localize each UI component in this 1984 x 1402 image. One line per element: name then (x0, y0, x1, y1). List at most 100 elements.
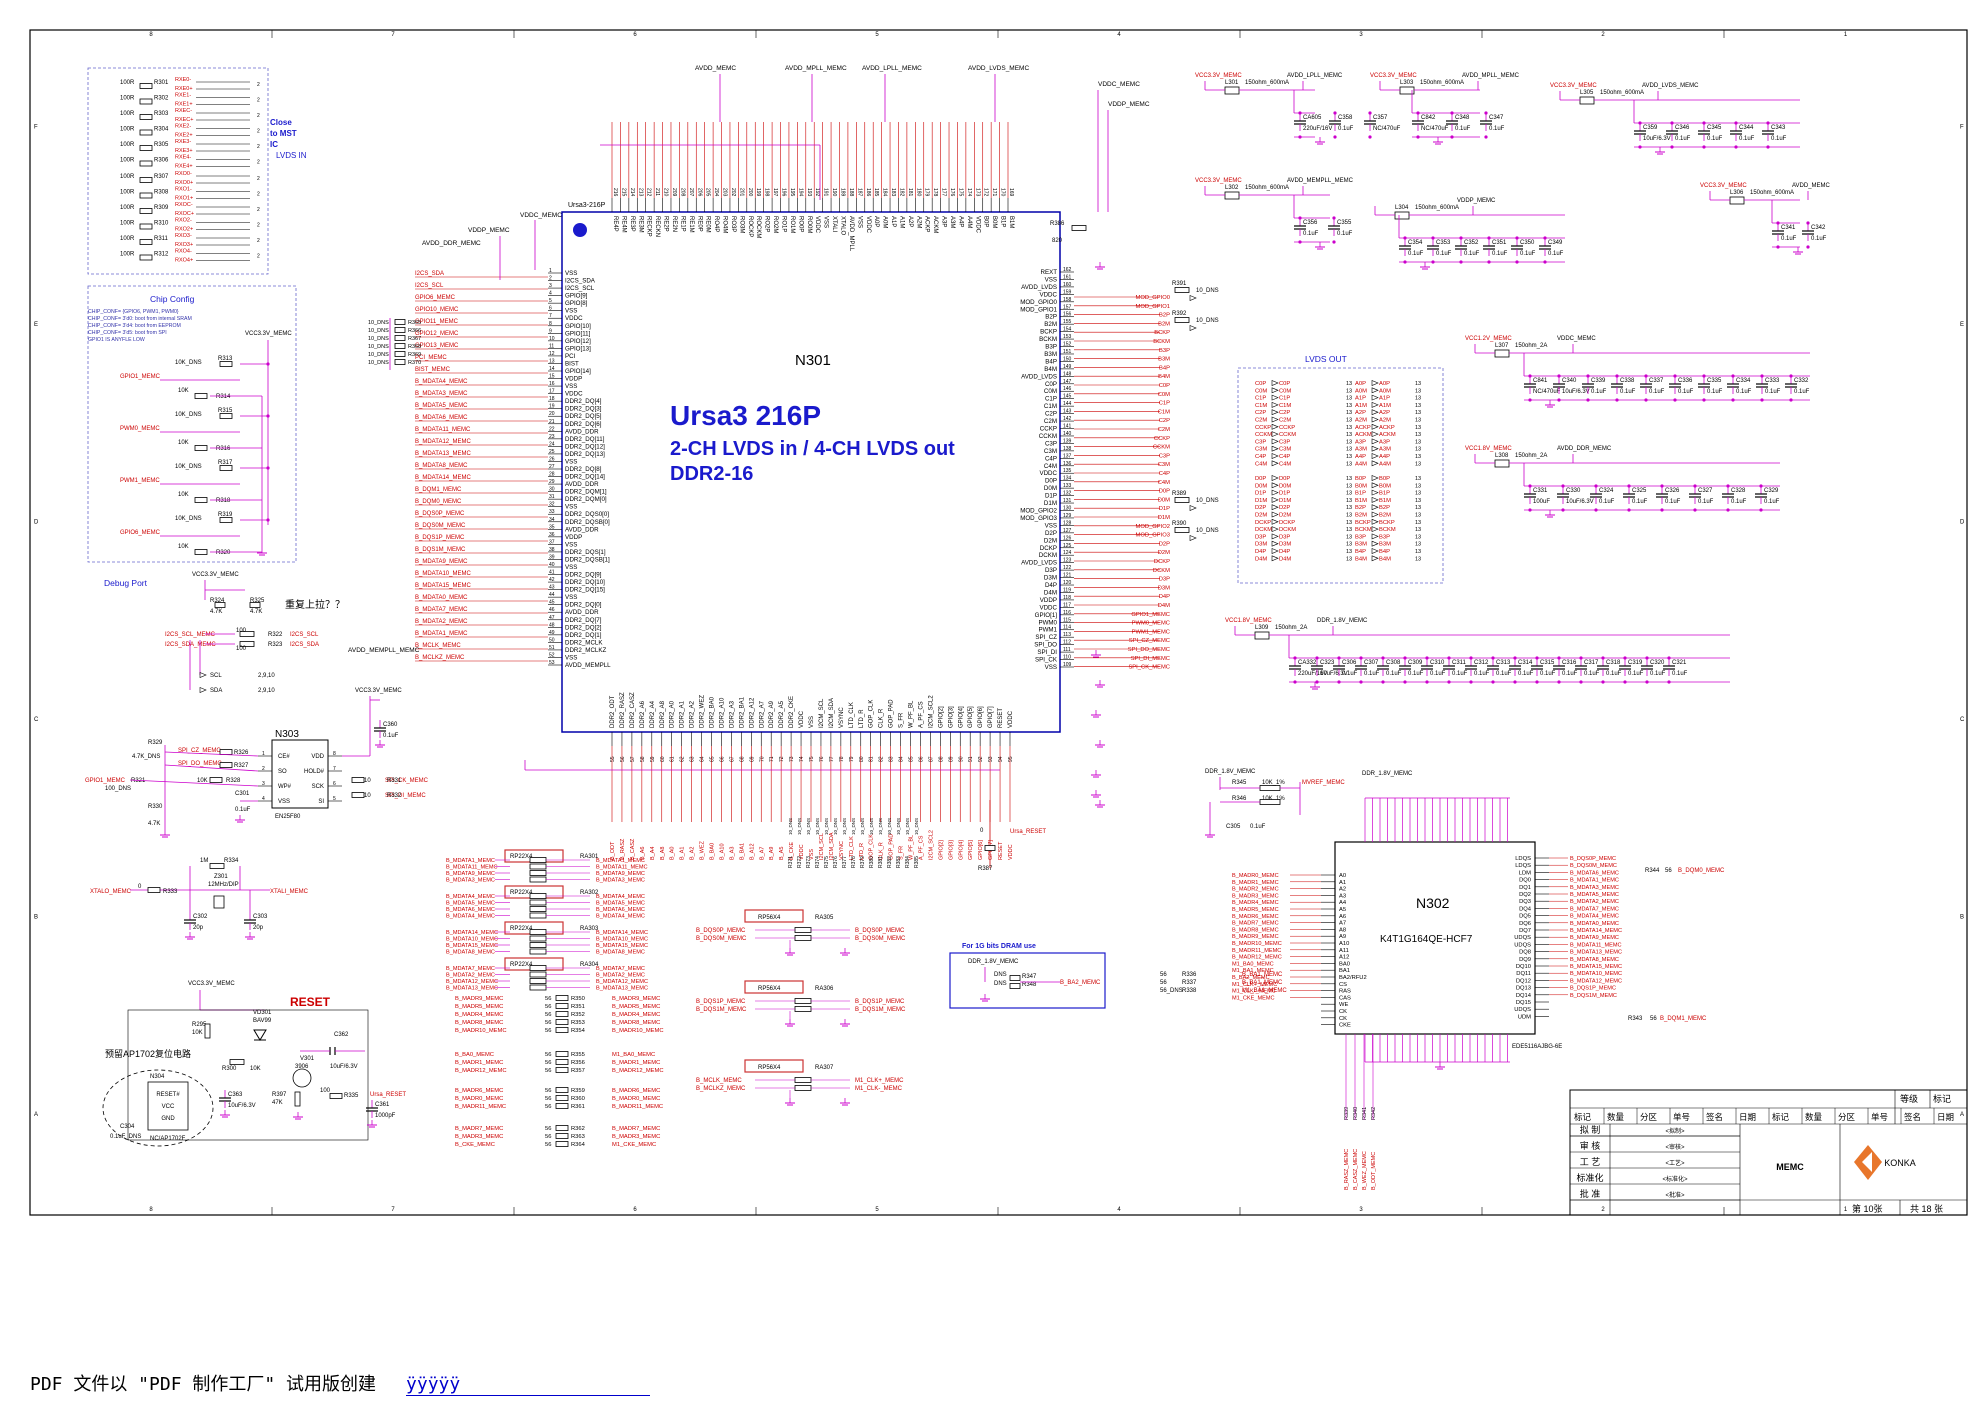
cap-value: NC/470uF (1533, 389, 1561, 395)
bottom-net-label: RESET (998, 841, 1004, 860)
addr-res-ref: R360 (571, 1096, 585, 1102)
lvds-out-net: A1P (1379, 396, 1390, 402)
outer-border (29, 29, 1968, 1216)
dram-pin-left: CK (1339, 1016, 1347, 1022)
lvds-out-net: C1P (1279, 396, 1290, 402)
config-resistor (194, 497, 208, 503)
reset-resistor (329, 1093, 343, 1099)
junction (1528, 374, 1532, 378)
right-net-label: C2P (1159, 418, 1170, 424)
junction (266, 362, 270, 366)
chip-pin-name: DDR2_A3 (729, 700, 735, 728)
config-res-ref: R314 (216, 394, 231, 400)
flash-wire (164, 751, 259, 757)
chip-pin-number: 162 (1063, 267, 1072, 273)
lvds-res-ref: R303 (154, 111, 169, 117)
chip-pin-name: VDDC (565, 391, 583, 398)
addr-net-left: B_MADR6_MEMC (455, 1088, 503, 1094)
chip-pin-name: ROCKM (755, 216, 761, 238)
lvds-net: RXO0- (175, 171, 192, 177)
dram-net-left: B_MADR2_MEMC (1232, 887, 1279, 893)
xtal-net: XTALO_MEMC (90, 889, 132, 895)
cap-ref: C340 (1562, 378, 1577, 384)
right-net-label: D3M (1158, 585, 1170, 591)
bead-value: 150ohm_2A (1275, 625, 1307, 631)
footer-link[interactable]: ÿÿÿÿÿ (406, 1374, 651, 1396)
cap-value: 0.1uF (1338, 126, 1354, 132)
chip-pin-name: DDR2_DQ[8] (565, 466, 602, 473)
gpio-resistor (1174, 317, 1190, 323)
rpack-net-left: B_MDATA3_MEMC (446, 878, 495, 884)
lvds-out-ref: 13 (1415, 483, 1421, 489)
lvds-res-value: 100R (120, 142, 135, 148)
bottom-dns-ref: R371 (788, 856, 794, 868)
flash-res-ref: R332 (387, 793, 402, 799)
rpack-element (529, 965, 547, 971)
lvds-out-net: CCKM (1279, 432, 1296, 438)
bottom-dns-ref: R375 (824, 856, 830, 868)
chip-pin-number: 208 (679, 188, 685, 197)
lvds-res-ref: R305 (154, 142, 169, 148)
right-net-label: D1M (1158, 515, 1170, 521)
left-net-label: B_MDATA14_MEMC (415, 475, 471, 481)
junction (1513, 656, 1517, 660)
chip-subtitle-lvds: 2-CH LVDS in / 4-CH LVDS out (670, 438, 955, 460)
bottom-net-label: B_BA0 (710, 843, 716, 860)
right-net-label: DCKP (1154, 559, 1170, 565)
chip-config-note: GPIO1 IS ANYFLE LOW (88, 337, 145, 343)
dram-net-left: B_MADR8_MEMC (1232, 927, 1279, 933)
lvds-out-net: B0M (1355, 483, 1367, 489)
chip-pin-number: 61 (670, 756, 676, 762)
chip-pin-number: 34 (549, 517, 555, 523)
cap-ref: C334 (1736, 378, 1751, 384)
right-net-label: GPIO1_MEMC (1131, 612, 1170, 618)
junction (1469, 680, 1473, 684)
cap-ref: C361 (375, 1102, 390, 1108)
chip-pin-name: GPIO[11] (565, 330, 591, 337)
ba-res-value: 56 (1160, 972, 1167, 978)
lvds-out-net: C4M (1279, 461, 1291, 467)
bottom-dns-value: 10_DNS (824, 818, 829, 835)
lvds-out-net: B4P (1379, 549, 1390, 555)
power-vin: VCC3.3V_MEMC (1370, 73, 1417, 79)
bottom-dns-ref: R372 (797, 856, 803, 868)
cap-ref: C314 (1518, 660, 1533, 666)
reset-part-ref: R295 (192, 1022, 207, 1028)
lvds-net: RXEC- (175, 108, 192, 114)
rpack-net-right: B_MDATA4_MEMC (596, 914, 645, 920)
flash-body (271, 739, 329, 809)
cap-value: NC/470uF (1421, 126, 1449, 132)
lvds-net: RXE4+ (175, 164, 193, 170)
lvds-out-net: A4P (1355, 454, 1366, 460)
rpack-ra: RA301 (580, 854, 599, 860)
rp56-net-left: B_DQS1P_MEMC (696, 999, 746, 1005)
rpack-net-right: B_MDATA1_MEMC (596, 858, 645, 864)
addr-net-left: B_MADR10_MEMC (455, 1028, 507, 1034)
lvds-out-ref: 13 (1346, 527, 1352, 533)
chip-pin-number: 188 (848, 188, 854, 197)
chip-pin-number: 41 (549, 570, 555, 576)
lvds-resistor (139, 254, 153, 261)
chip-pin-name: C3M (1044, 448, 1057, 455)
lvds-res-value: 100R (120, 252, 135, 258)
reset-ic-pin: GND (161, 1116, 175, 1122)
junction (1528, 508, 1532, 512)
power-vin: VCC1.8V_MEMC (1225, 618, 1272, 624)
right-net-label: D0P (1159, 489, 1170, 495)
chip-pin-name: C3P (1045, 440, 1057, 447)
right-net-label: D0M (1158, 497, 1170, 503)
rpack-element (529, 870, 547, 876)
rp56-net-left: B_MCLKZ_MEMC (696, 1086, 746, 1092)
junction (1644, 374, 1648, 378)
config-resistor (219, 361, 233, 367)
dram-net-right: B_DQS0M_MEMC (1570, 863, 1617, 869)
chip-pin-number: 95 (1008, 756, 1014, 762)
ba-res-ref: R336 (1182, 972, 1197, 978)
rp56-ref: RP56X4 (758, 915, 781, 921)
junction (1513, 680, 1517, 684)
chip-pin-number: 117 (1063, 602, 1071, 608)
chip-pin-name: DDR2_RASZ (620, 692, 626, 728)
dram-pin-right: DQ9 (1519, 957, 1531, 963)
debug-res-ref: R322 (268, 632, 283, 638)
